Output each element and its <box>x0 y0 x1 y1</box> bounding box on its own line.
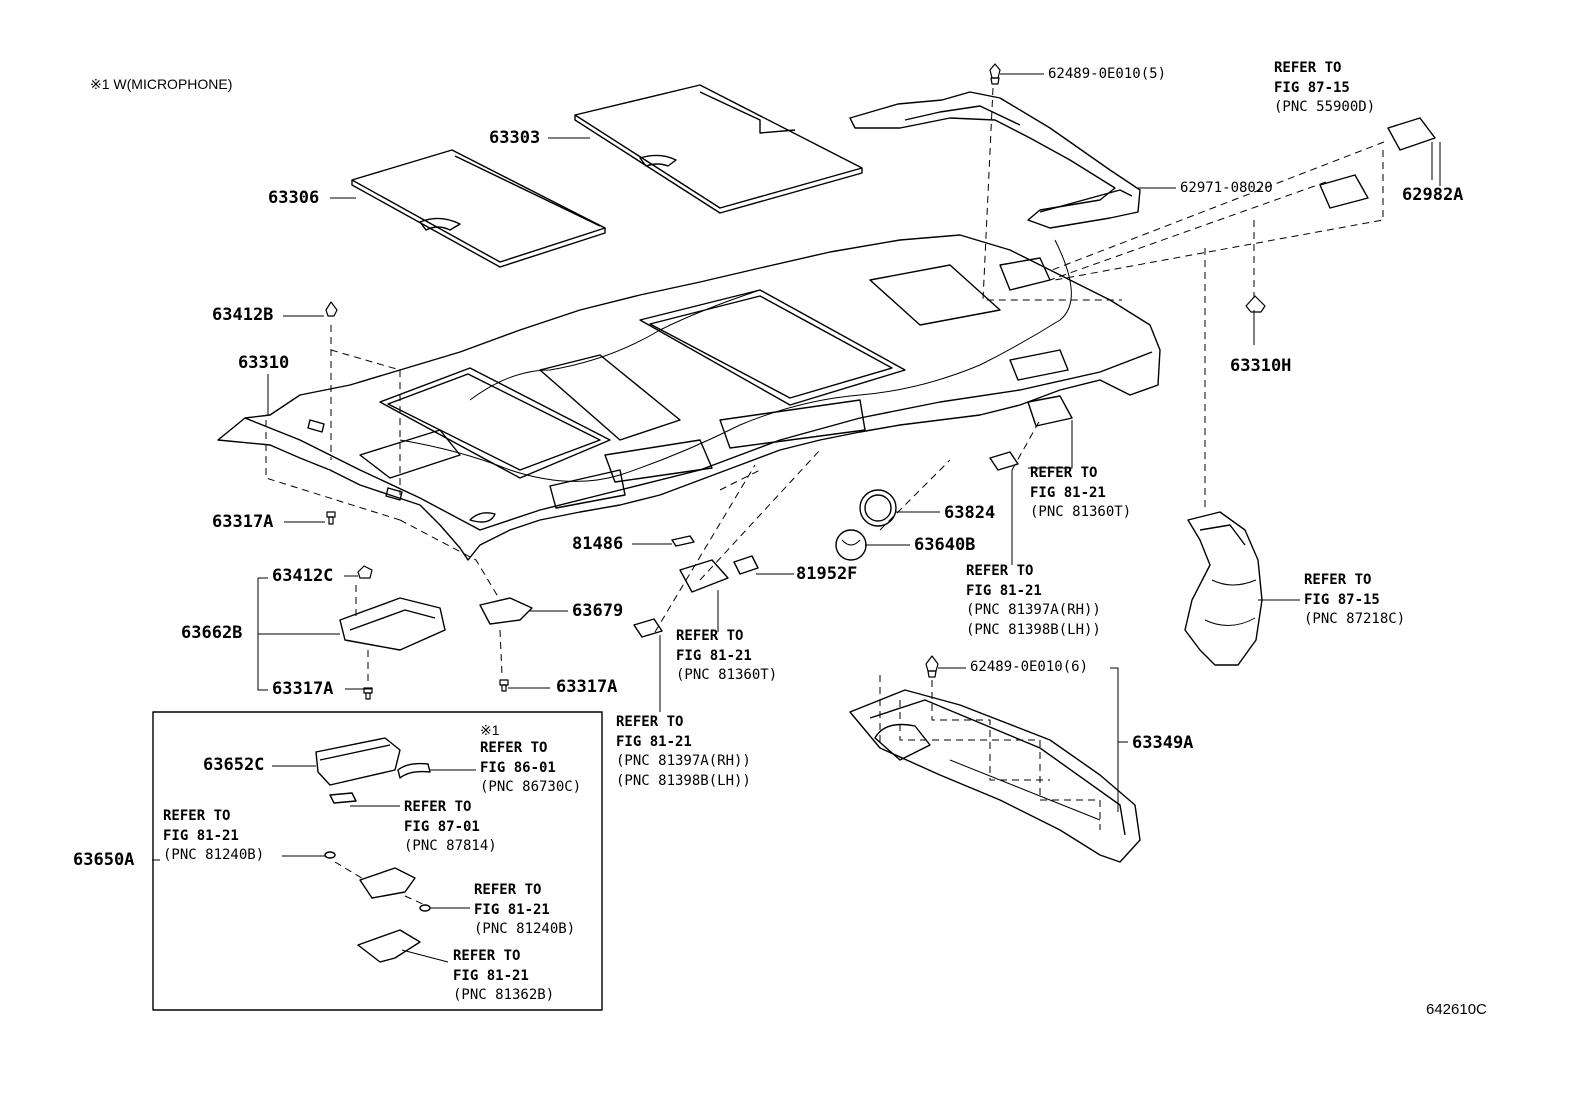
ref-line3: (PNC 86730C) <box>480 779 582 795</box>
reference-fig-86-01-86730C[interactable]: REFER TO FIG 86-01 (PNC 86730C) <box>480 739 581 798</box>
ref-line2: FIG 81-21 <box>676 647 752 664</box>
ref-line2: FIG 86-01 <box>480 759 556 776</box>
ref-line3: (PNC 87218C) <box>1304 611 1406 627</box>
ref-line4: (PNC 81398B(LH)) <box>616 772 751 789</box>
part-63310H[interactable]: 63310H <box>1230 356 1292 376</box>
reference-fig-81-21-81360T-left[interactable]: REFER TO FIG 81-21 (PNC 81360T) <box>676 627 777 686</box>
part-63317A-lower[interactable]: 63317A <box>556 677 618 697</box>
ref-line1: REFER TO <box>1304 572 1372 588</box>
ref-line3: (PNC 81397A(RH)) <box>616 753 751 769</box>
ref-line2: FIG 81-21 <box>1030 484 1106 501</box>
ref-line1: REFER TO <box>453 948 521 964</box>
ref-line1: REFER TO <box>480 740 548 756</box>
microphone-note: ※1 W(MICROPHONE) <box>90 76 233 92</box>
ref-line1: REFER TO <box>676 628 744 644</box>
part-63317A-upper[interactable]: 63317A <box>212 512 274 532</box>
ref-line3: (PNC 81240B) <box>474 921 576 937</box>
ref-line2: FIG 81-21 <box>966 582 1042 599</box>
part-63303[interactable]: 63303 <box>489 128 541 148</box>
ref-line3: (PNC 81360T) <box>676 667 778 683</box>
ref-line3: (PNC 81360T) <box>1030 504 1132 520</box>
reference-fig-81-21-81360T-right[interactable]: REFER TO FIG 81-21 (PNC 81360T) <box>1030 464 1131 523</box>
reference-fig-81-21-81397A-left[interactable]: REFER TO FIG 81-21 (PNC 81397A(RH)) (PNC… <box>616 713 751 791</box>
part-63306[interactable]: 63306 <box>268 188 320 208</box>
rear-duct-62971-drawing <box>849 91 1141 229</box>
part-62982A[interactable]: 62982A <box>1402 185 1464 205</box>
ref-line3: (PNC 55900D) <box>1274 99 1376 115</box>
part-63824[interactable]: 63824 <box>944 503 996 523</box>
fasteners-drawing <box>325 63 1266 700</box>
ref-line1: REFER TO <box>163 808 231 824</box>
part-81952F[interactable]: 81952F <box>796 564 858 584</box>
ref-line3: (PNC 87814) <box>404 838 497 854</box>
part-63412C[interactable]: 63412C <box>272 566 334 586</box>
ref-line1: REFER TO <box>404 799 472 815</box>
rear-trim-63349A-drawing <box>849 689 1141 863</box>
ref-line4: (PNC 81398B(LH)) <box>966 621 1101 638</box>
part-63412B[interactable]: 63412B <box>212 305 274 325</box>
ref-line2: FIG 81-21 <box>474 901 550 918</box>
right-duct-drawing <box>1184 511 1263 666</box>
reference-fig-81-21-81397A-right[interactable]: REFER TO FIG 81-21 (PNC 81397A(RH)) (PNC… <box>966 562 1101 640</box>
ref-line2: FIG 81-21 <box>616 733 692 750</box>
ref-line2: FIG 81-21 <box>453 967 529 984</box>
reference-fig-87-15-55900D[interactable]: REFER TO FIG 87-15 (PNC 55900D) <box>1274 59 1375 118</box>
reference-fig-87-01-87814[interactable]: REFER TO FIG 87-01 (PNC 87814) <box>404 798 497 857</box>
ref-line2: FIG 87-15 <box>1304 591 1380 608</box>
part-63650A[interactable]: 63650A <box>73 850 135 870</box>
figure-code: 642610C <box>1426 1001 1487 1018</box>
headlining-63310-drawing <box>217 234 1161 561</box>
ref-line2: FIG 87-15 <box>1274 79 1350 96</box>
part-63652C[interactable]: 63652C <box>203 755 265 775</box>
dashed-guide-lines <box>265 87 1385 906</box>
panel-63306-drawing <box>351 149 606 268</box>
part-63349A[interactable]: 63349A <box>1132 733 1194 753</box>
ref-line1: REFER TO <box>1030 465 1098 481</box>
ref-line1: REFER TO <box>1274 60 1342 76</box>
part-81486[interactable]: 81486 <box>572 534 624 554</box>
part-63317A-lamp[interactable]: 63317A <box>272 679 334 699</box>
reference-fig-81-21-81240B-right[interactable]: REFER TO FIG 81-21 (PNC 81240B) <box>474 881 575 940</box>
ref-line1: REFER TO <box>616 714 684 730</box>
part-62971-08020[interactable]: 62971-08020 <box>1180 180 1273 196</box>
microphone-variant-box <box>152 711 603 1011</box>
part-63679[interactable]: 63679 <box>572 601 624 621</box>
leader-lines <box>152 73 1441 963</box>
ref-line3: (PNC 81362B) <box>453 987 555 1003</box>
ref-line2: FIG 81-21 <box>163 827 239 844</box>
ref-line3: (PNC 81240B) <box>163 847 265 863</box>
ref-line1: REFER TO <box>474 882 542 898</box>
variant-mark: ※1 <box>480 722 500 738</box>
panel-63303-drawing <box>574 84 863 214</box>
part-62489-0E010-5[interactable]: 62489-0E010(5) <box>1048 66 1167 82</box>
reference-fig-81-21-81362B[interactable]: REFER TO FIG 81-21 (PNC 81362B) <box>453 947 554 1006</box>
part-63310[interactable]: 63310 <box>238 353 290 373</box>
part-63640B[interactable]: 63640B <box>914 535 976 555</box>
ref-line1: REFER TO <box>966 563 1034 579</box>
ref-line2: FIG 87-01 <box>404 818 480 835</box>
reference-fig-87-15-87218C[interactable]: REFER TO FIG 87-15 (PNC 87218C) <box>1304 571 1405 630</box>
ref-line3: (PNC 81397A(RH)) <box>966 602 1101 618</box>
reference-fig-81-21-81240B-left[interactable]: REFER TO FIG 81-21 (PNC 81240B) <box>163 807 264 866</box>
part-63662B[interactable]: 63662B <box>181 623 243 643</box>
part-62489-0E010-6[interactable]: 62489-0E010(6) <box>970 659 1089 675</box>
